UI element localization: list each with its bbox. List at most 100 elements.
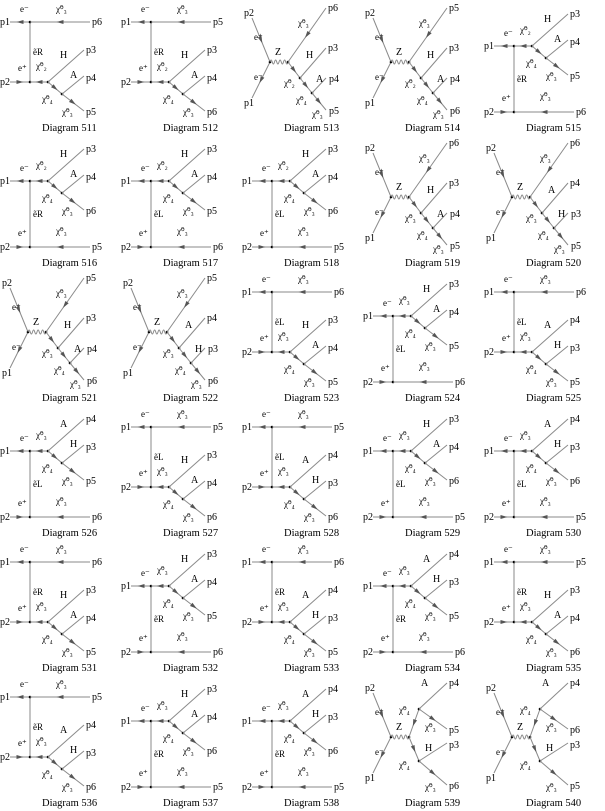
neutralino-label: χ̃⁰₃ — [418, 18, 430, 28]
momentum-label: p3 — [207, 549, 217, 560]
neutralino-label: χ̃⁰₃ — [424, 611, 436, 621]
neutralino-label: χ̃⁰₃ — [545, 377, 557, 387]
boson-line — [69, 347, 85, 364]
momentum-label: p6 — [208, 376, 218, 387]
momentum-label: p5 — [207, 273, 217, 284]
boson-line — [545, 39, 569, 59]
boson-label: H — [312, 709, 319, 720]
diagram-caption: Diagram 520 — [526, 258, 582, 269]
momentum-label-p2: p2 — [0, 77, 10, 88]
boson-label: H — [312, 475, 319, 486]
momentum-label: p4 — [570, 678, 580, 689]
arrow-icon — [136, 306, 142, 314]
boson-line — [539, 742, 569, 762]
boson-label: A — [185, 320, 193, 331]
momentum-label: p3 — [570, 343, 580, 354]
neutralino-label: χ̃⁰₂ — [404, 78, 416, 88]
neutralino-label: χ̃⁰₃ — [55, 226, 67, 236]
momentum-label: p5 — [571, 241, 581, 252]
selectron-label: ẽR — [396, 614, 406, 624]
momentum-label: p5 — [449, 341, 459, 352]
momentum-label-p1: p1 — [242, 287, 252, 298]
arrow-icon — [69, 773, 76, 780]
positron-label: e⁺ — [139, 633, 148, 643]
momentum-label-p2: p2 — [121, 242, 131, 253]
arrow-icon — [531, 745, 537, 753]
boson-label: A — [302, 455, 310, 466]
electron-label: e⁻ — [262, 703, 271, 713]
boson-line — [47, 589, 85, 623]
momentum-label-p1: p1 — [0, 692, 10, 703]
electron-label: e⁻ — [20, 433, 29, 443]
momentum-label: p4 — [450, 209, 460, 220]
boson-label: H — [70, 439, 77, 450]
diagram-caption: Diagram 515 — [526, 123, 582, 134]
electron-label: e⁻ — [375, 72, 384, 82]
neutralino-label: χ̃⁰₃ — [424, 476, 436, 486]
arrow-icon — [535, 624, 542, 631]
diagram-caption: Diagram 532 — [163, 663, 219, 674]
momentum-label: p3 — [86, 313, 96, 324]
neutralino-label: χ̃⁰₄ — [283, 733, 295, 743]
arrow-icon — [298, 560, 306, 564]
arrow-icon — [378, 171, 384, 179]
momentum-label-p1: p1 — [0, 176, 10, 187]
boson-label: A — [544, 419, 552, 430]
positron-label: e⁺ — [496, 707, 505, 717]
momentum-label: p6 — [450, 106, 460, 117]
arrow-icon — [540, 560, 548, 564]
boson-line — [168, 688, 206, 722]
diagram-caption: Diagram 529 — [405, 528, 461, 539]
arrow-icon — [298, 245, 306, 249]
neutralino-label: χ̃⁰₂ — [277, 160, 289, 170]
arrow-icon — [553, 62, 560, 69]
boson-label: H — [546, 743, 553, 754]
neutralino-label: χ̃⁰₃ — [545, 647, 557, 657]
neutralino-label: χ̃⁰₃ — [182, 512, 194, 522]
momentum-label: p3 — [328, 478, 338, 489]
momentum-label: p6 — [334, 557, 344, 568]
positron-label: e⁺ — [139, 228, 148, 238]
boson-line — [182, 480, 206, 500]
arrow-icon — [500, 290, 508, 294]
momentum-label-p2: p2 — [363, 377, 373, 388]
boson-label: A — [60, 419, 68, 430]
momentum-label: p4 — [570, 613, 580, 624]
neutralino-label: χ̃⁰₃ — [545, 722, 557, 732]
momentum-label: p3 — [207, 45, 217, 56]
selectron-label: ẽR — [154, 749, 164, 759]
momentum-label: p5 — [450, 241, 460, 252]
arrow-icon — [137, 719, 145, 723]
neutralino-label: χ̃⁰₃ — [176, 4, 188, 14]
arrow-icon — [169, 336, 176, 343]
arrow-icon — [557, 232, 564, 240]
arrow-icon — [177, 20, 185, 24]
neutralino-label: χ̃⁰₃ — [539, 91, 551, 101]
momentum-label: p5 — [213, 17, 223, 28]
momentum-label: p3 — [449, 740, 459, 751]
momentum-label-p1: p1 — [484, 446, 494, 457]
momentum-label: p6 — [570, 725, 580, 736]
momentum-label: p4 — [328, 585, 338, 596]
momentum-label: p3 — [449, 279, 459, 290]
neutralino-label: χ̃⁰₂ — [283, 78, 295, 88]
boson-label: A — [542, 678, 550, 689]
neutralino-label: χ̃⁰₄ — [41, 769, 53, 779]
boson-line — [303, 615, 327, 635]
boson-line — [311, 77, 327, 94]
boson-line — [289, 688, 327, 722]
boson-label: H — [195, 344, 202, 355]
arrow-icon — [258, 179, 266, 183]
arrow-icon — [277, 719, 285, 723]
momentum-label: p4 — [86, 613, 96, 624]
arrow-icon — [311, 638, 318, 645]
boson-label: H — [427, 185, 434, 196]
arrow-icon — [56, 560, 64, 564]
neutralino-label: χ̃⁰₃ — [277, 466, 289, 476]
arrow-icon — [379, 449, 387, 453]
diagram-caption: Diagram 519 — [405, 258, 461, 269]
